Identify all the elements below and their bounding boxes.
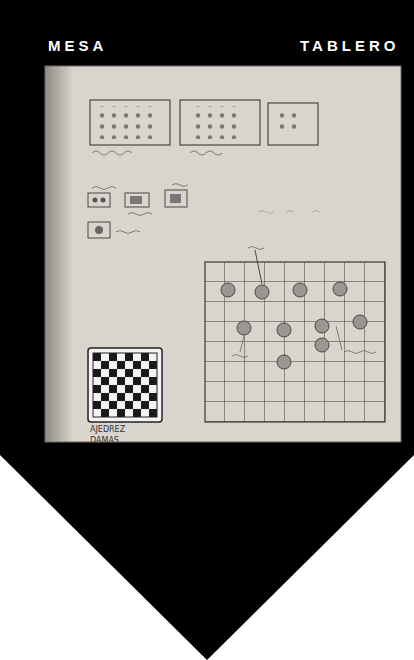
handwritten-label: AJEDREZ DAMAS [90,424,134,446]
banner-word: TABLERO [300,37,399,55]
banner-word: MESA [48,37,107,55]
